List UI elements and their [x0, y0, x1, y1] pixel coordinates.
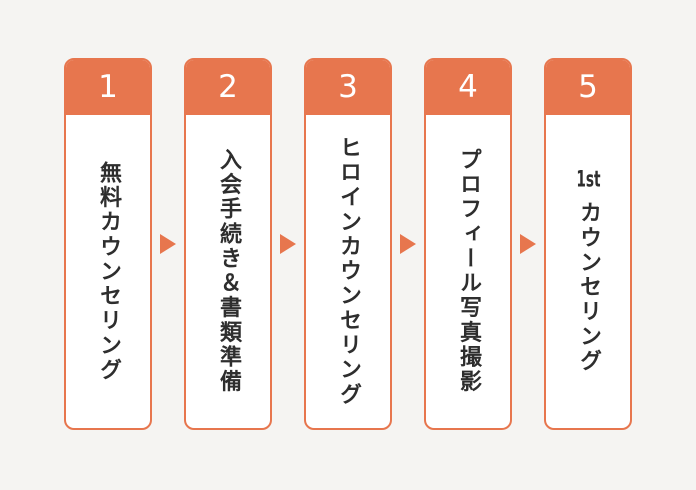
- step-card-5-body: 1st カウンセリング: [546, 115, 630, 428]
- arrow-right-icon: [160, 234, 176, 254]
- step-card-3: 3 ヒロインカウンセリング: [304, 58, 392, 430]
- step-card-1-header: 1: [66, 60, 150, 115]
- step-label: 無料カウンセリング: [96, 160, 121, 383]
- step-number: 3: [338, 69, 358, 105]
- step-card-2-body: 入会手続き＆書類準備: [186, 115, 270, 428]
- step-card-3-body: ヒロインカウンセリング: [306, 115, 390, 428]
- step-label: ヒロインカウンセリング: [336, 135, 361, 408]
- step-card-4-header: 4: [426, 60, 510, 115]
- step-number: 1: [98, 69, 118, 105]
- step-label: 入会手続き＆書類準備: [216, 148, 241, 395]
- step-number: 5: [578, 69, 598, 105]
- step-card-2-header: 2: [186, 60, 270, 115]
- step-card-5-header: 5: [546, 60, 630, 115]
- step-number: 4: [458, 69, 478, 105]
- step-flow: 1 無料カウンセリング 2 入会手続き＆書類準備 3 ヒロインカウンセリング: [0, 58, 696, 430]
- arrow-right-icon: [400, 234, 416, 254]
- step-label: 1st カウンセリング: [576, 169, 601, 374]
- arrow-right-icon: [280, 234, 296, 254]
- arrow-right-icon: [520, 234, 536, 254]
- step-label: プロフィール写真撮影: [456, 148, 481, 395]
- step-card-4-body: プロフィール写真撮影: [426, 115, 510, 428]
- step-card-5: 5 1st カウンセリング: [544, 58, 632, 430]
- step-card-4: 4 プロフィール写真撮影: [424, 58, 512, 430]
- step-number: 2: [218, 69, 238, 105]
- step-card-2: 2 入会手続き＆書類準備: [184, 58, 272, 430]
- step-card-1: 1 無料カウンセリング: [64, 58, 152, 430]
- step-card-3-header: 3: [306, 60, 390, 115]
- step-card-1-body: 無料カウンセリング: [66, 115, 150, 428]
